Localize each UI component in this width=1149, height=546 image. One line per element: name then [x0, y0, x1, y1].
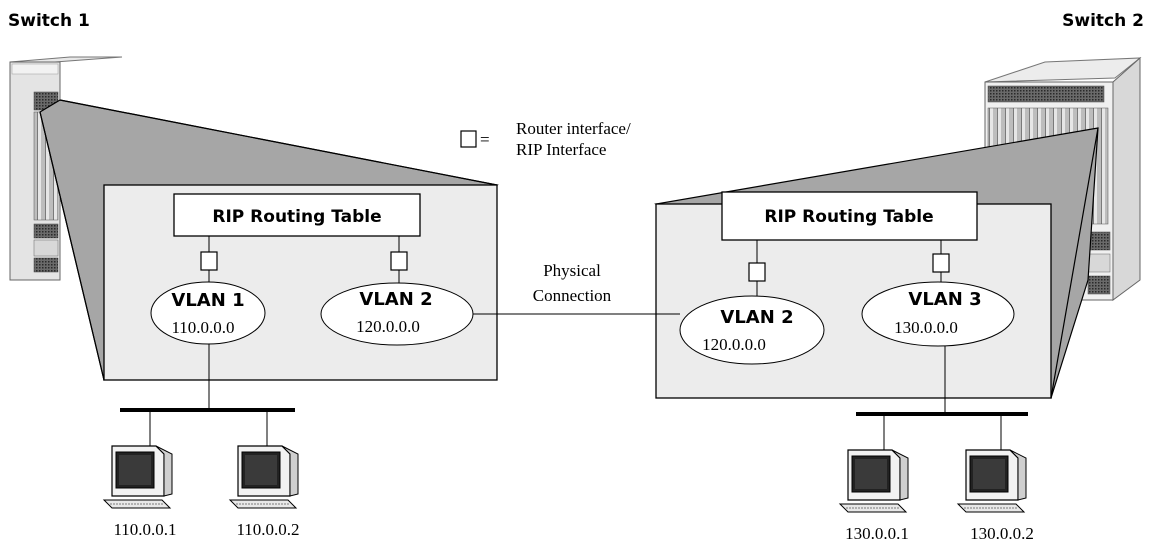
host-110-0-0-1-computer-icon: [102, 445, 173, 509]
router-interface-legend-icon: [460, 130, 477, 148]
host-label: 110.0.0.2: [236, 520, 299, 539]
switch-2-vlan-3-name: VLAN 3: [908, 289, 981, 310]
legend-equals-sign: =: [480, 130, 490, 149]
switch-2-routing-table-label: RIP Routing Table: [764, 207, 933, 227]
host-110-0-0-2-computer-icon: [228, 445, 299, 509]
host-label: 110.0.0.1: [113, 520, 176, 539]
switch-2-vlan-3-interface-icon: [932, 253, 950, 273]
switch-1-vlan-2-interface-icon: [390, 251, 408, 271]
switch-2-vlan-2-interface-icon: [748, 262, 766, 282]
switch-1-vlan-1-ip: 110.0.0.0: [171, 318, 234, 337]
switch-2-vlan-2-ip: 120.0.0.0: [702, 335, 766, 354]
switch-2-routing-table-box: [721, 191, 978, 241]
legend-text-line1: Router interface/: [516, 119, 631, 138]
switch-1-vlan-1-interface-icon: [200, 251, 218, 271]
physical-connection-label-line2: Connection: [533, 286, 612, 305]
switch-2-label: Switch 2: [1062, 11, 1144, 31]
switch-1-vlan-1-bubble: [150, 281, 266, 345]
switch-1-vlan-2-name: VLAN 2: [359, 289, 432, 310]
switch-2-vlan-3-bubble: [861, 281, 1015, 347]
physical-connection-label-line1: Physical: [543, 261, 601, 280]
switch-1-routing-table-box: [173, 193, 421, 237]
host-130-0-0-2-computer-icon: [956, 449, 1027, 513]
switch-2-vlan-2-name: VLAN 2: [720, 307, 793, 328]
switch-1-lan-bus: [120, 408, 295, 412]
legend-text-line2: RIP Interface: [516, 140, 606, 159]
switch-2-lan-bus: [856, 412, 1028, 416]
switch-1-routing-table-label: RIP Routing Table: [212, 207, 381, 227]
switch-2-vlan-2-bubble: [679, 295, 825, 365]
host-label: 130.0.0.1: [845, 524, 909, 543]
host-130-0-0-1-computer-icon: [838, 449, 909, 513]
switch-1-vlan-1-name: VLAN 1: [171, 290, 244, 311]
switch-1-vlan-2-ip: 120.0.0.0: [356, 317, 420, 336]
switch-2-vlan-3-ip: 130.0.0.0: [894, 318, 958, 337]
host-label: 130.0.0.2: [970, 524, 1034, 543]
switch-1-label: Switch 1: [8, 11, 90, 31]
